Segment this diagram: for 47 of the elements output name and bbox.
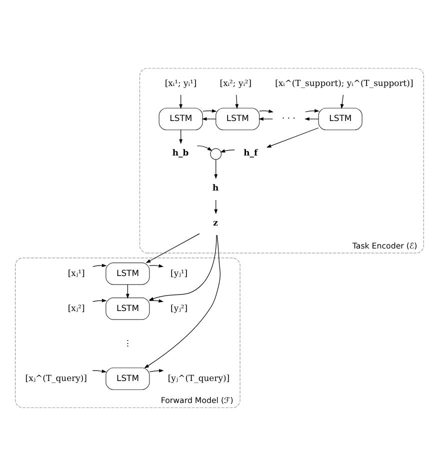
arrow <box>340 94 344 109</box>
arrow <box>144 234 220 368</box>
arrow <box>258 116 273 120</box>
node-text: h_b <box>172 147 189 158</box>
arrow <box>305 108 320 112</box>
arrow <box>304 116 319 120</box>
node-box: LSTM <box>158 107 203 130</box>
node-text: h <box>212 182 219 192</box>
node-text: [yⱼ^(T_query)] <box>168 372 230 382</box>
arrow <box>149 298 164 302</box>
node-text: [yⱼ¹] <box>170 267 188 278</box>
arrow <box>214 158 218 179</box>
label: ⋮ <box>123 337 132 348</box>
arrow <box>196 145 212 150</box>
arrow <box>149 264 164 268</box>
arrow <box>146 232 200 263</box>
node-box: LSTM <box>216 107 260 130</box>
arrow <box>179 94 183 109</box>
arrow <box>202 116 216 120</box>
arrow <box>235 94 239 109</box>
arrow <box>149 368 164 372</box>
arrow <box>266 127 319 148</box>
arrow <box>214 199 218 214</box>
node-text: [xᵢ^(T_support); yᵢ^(T_support)] <box>275 78 414 88</box>
arrow <box>92 263 107 267</box>
node-circle <box>210 148 222 160</box>
node-text: [yⱼ²] <box>170 302 188 312</box>
arrow <box>259 109 274 112</box>
node-text: [xⱼ¹] <box>68 267 85 278</box>
arrow <box>148 234 217 300</box>
node-box: LSTM <box>106 262 150 284</box>
node-text: [xⱼ^(T_query)] <box>25 372 87 382</box>
node-text: · · · <box>282 112 296 123</box>
node-text: [xᵢ¹; yᵢ¹] <box>164 78 197 88</box>
arrow <box>179 129 183 144</box>
arrow <box>220 148 235 152</box>
arrow <box>92 369 107 372</box>
node-text: [xᵢ²; yᵢ²] <box>220 78 252 88</box>
node-box: LSTM <box>106 297 150 320</box>
node-text: z <box>213 217 218 228</box>
arrow <box>126 284 130 298</box>
node-text: [xⱼ²] <box>68 302 85 312</box>
node-box: LSTM <box>318 107 362 130</box>
node-text: h_f <box>244 147 258 158</box>
arrow <box>202 108 217 112</box>
arrow <box>92 298 107 302</box>
node-box: LSTM <box>106 367 150 390</box>
